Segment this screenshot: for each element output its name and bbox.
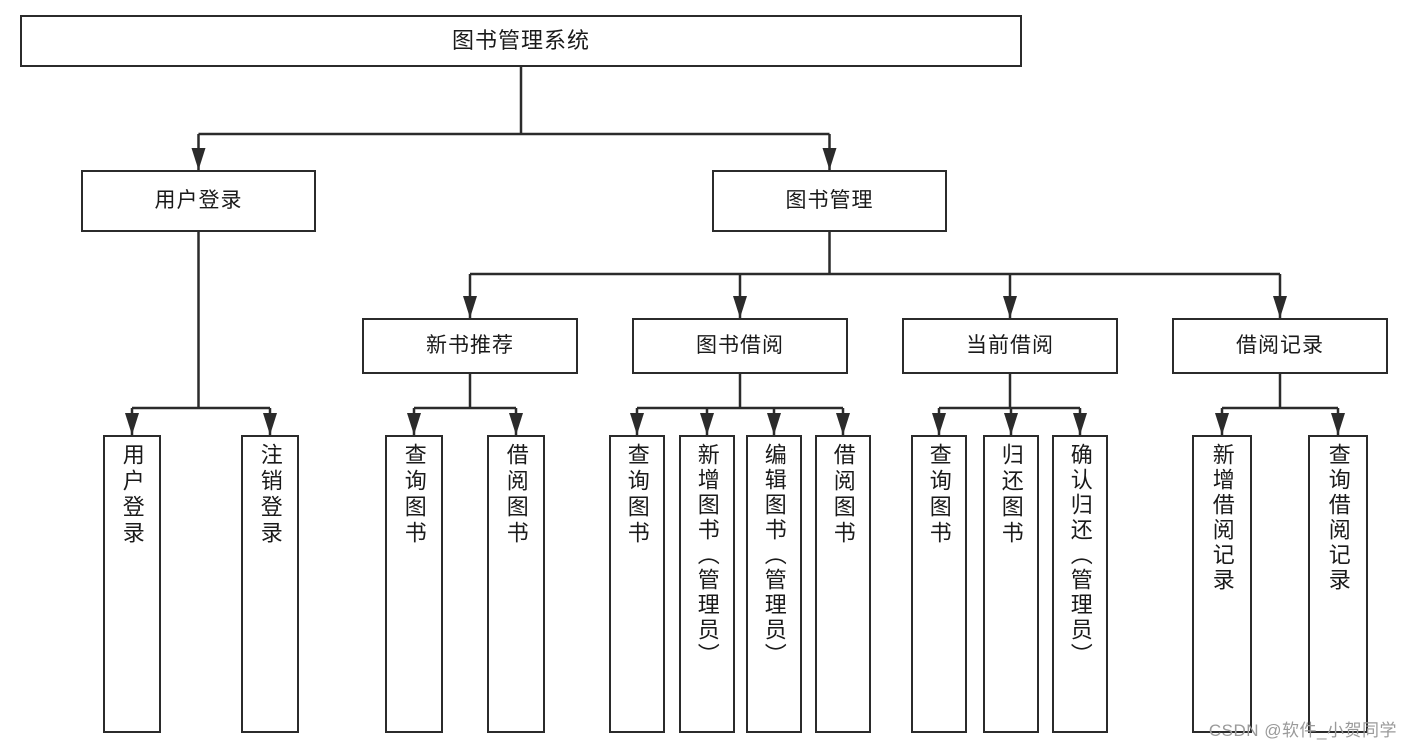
node-label: 新增借阅记录	[1209, 443, 1235, 593]
arrowhead-icon	[463, 296, 477, 318]
node-label: 注销登录	[257, 443, 283, 547]
node-label: 用户登录	[154, 189, 243, 213]
arrowhead-icon	[1004, 413, 1018, 435]
node-records[interactable]: 借阅记录	[1172, 318, 1388, 374]
node-label: 图书管理系统	[451, 27, 590, 53]
node-label: 当前借阅	[966, 334, 1054, 358]
node-borrow[interactable]: 图书借阅	[632, 318, 848, 374]
arrowhead-icon	[125, 413, 139, 435]
node-label: 归还图书	[998, 443, 1024, 547]
node-leaf-bor-3[interactable]: 编辑图书（管理员）	[746, 435, 802, 733]
node-leaf-cur-1[interactable]: 查询图书	[911, 435, 967, 733]
node-root[interactable]: 图书管理系统	[20, 15, 1022, 67]
node-label: 图书管理	[785, 189, 874, 213]
node-label: 借阅图书	[503, 443, 529, 547]
watermark: CSDN @软件_小贺同学	[1208, 721, 1397, 740]
node-leaf-login-1[interactable]: 用户登录	[103, 435, 161, 733]
node-label: 图书借阅	[696, 334, 784, 358]
arrowhead-icon	[191, 148, 206, 170]
arrowhead-icon	[509, 413, 523, 435]
arrowhead-icon	[733, 296, 747, 318]
node-label: 新书推荐	[426, 334, 514, 358]
arrowhead-icon	[700, 413, 714, 435]
node-label: 确认归还（管理员）	[1067, 443, 1093, 668]
node-leaf-new-2[interactable]: 借阅图书	[487, 435, 545, 733]
node-leaf-rec-2[interactable]: 查询借阅记录	[1308, 435, 1368, 733]
arrowhead-icon	[1273, 296, 1287, 318]
arrowhead-icon	[836, 413, 850, 435]
node-label: 查询图书	[624, 443, 650, 547]
arrowhead-icon	[932, 413, 946, 435]
node-leaf-cur-3[interactable]: 确认归还（管理员）	[1052, 435, 1108, 733]
node-label: 查询图书	[401, 443, 427, 547]
node-label: 新增图书（管理员）	[694, 443, 720, 668]
arrowhead-icon	[630, 413, 644, 435]
node-label: 用户登录	[119, 443, 145, 547]
arrowhead-icon	[822, 148, 837, 170]
node-bookmgmt[interactable]: 图书管理	[712, 170, 947, 232]
node-label: 查询借阅记录	[1325, 443, 1351, 593]
node-label: 查询图书	[926, 443, 952, 547]
node-leaf-new-1[interactable]: 查询图书	[385, 435, 443, 733]
node-label: 借阅记录	[1236, 334, 1324, 358]
node-leaf-login-2[interactable]: 注销登录	[241, 435, 299, 733]
node-login[interactable]: 用户登录	[81, 170, 316, 232]
arrowhead-icon	[1073, 413, 1087, 435]
node-label: 编辑图书（管理员）	[761, 443, 787, 668]
node-newbook[interactable]: 新书推荐	[362, 318, 578, 374]
node-current[interactable]: 当前借阅	[902, 318, 1118, 374]
node-leaf-rec-1[interactable]: 新增借阅记录	[1192, 435, 1252, 733]
arrowhead-icon	[1003, 296, 1017, 318]
node-label: 借阅图书	[830, 443, 856, 547]
arrowhead-icon	[767, 413, 781, 435]
arrowhead-icon	[1215, 413, 1229, 435]
arrowhead-icon	[407, 413, 421, 435]
arrowhead-icon	[263, 413, 277, 435]
arrowhead-icon	[1331, 413, 1345, 435]
node-leaf-bor-1[interactable]: 查询图书	[609, 435, 665, 733]
node-leaf-bor-2[interactable]: 新增图书（管理员）	[679, 435, 735, 733]
node-leaf-cur-2[interactable]: 归还图书	[983, 435, 1039, 733]
node-leaf-bor-4[interactable]: 借阅图书	[815, 435, 871, 733]
